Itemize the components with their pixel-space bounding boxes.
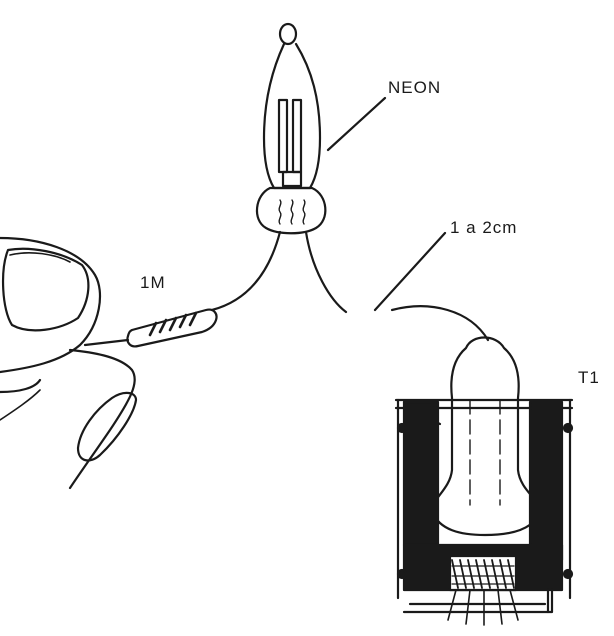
gap-leader-line	[373, 231, 447, 312]
neon-label: NEON	[388, 78, 442, 97]
finger	[0, 236, 138, 490]
gap-distance-label: 1 a 2cm	[450, 218, 518, 237]
lamp-lead-right	[304, 230, 348, 314]
resistor-1m	[126, 308, 218, 348]
resistor-lead	[83, 338, 130, 347]
neon-lamp	[256, 22, 327, 235]
transformer-t1	[394, 336, 574, 626]
transformer-lead	[390, 305, 490, 342]
lamp-lead-left	[210, 230, 282, 312]
neon-leader-line	[326, 96, 387, 152]
resistor-label: 1M	[140, 273, 166, 292]
transformer-label: T1	[578, 368, 600, 387]
